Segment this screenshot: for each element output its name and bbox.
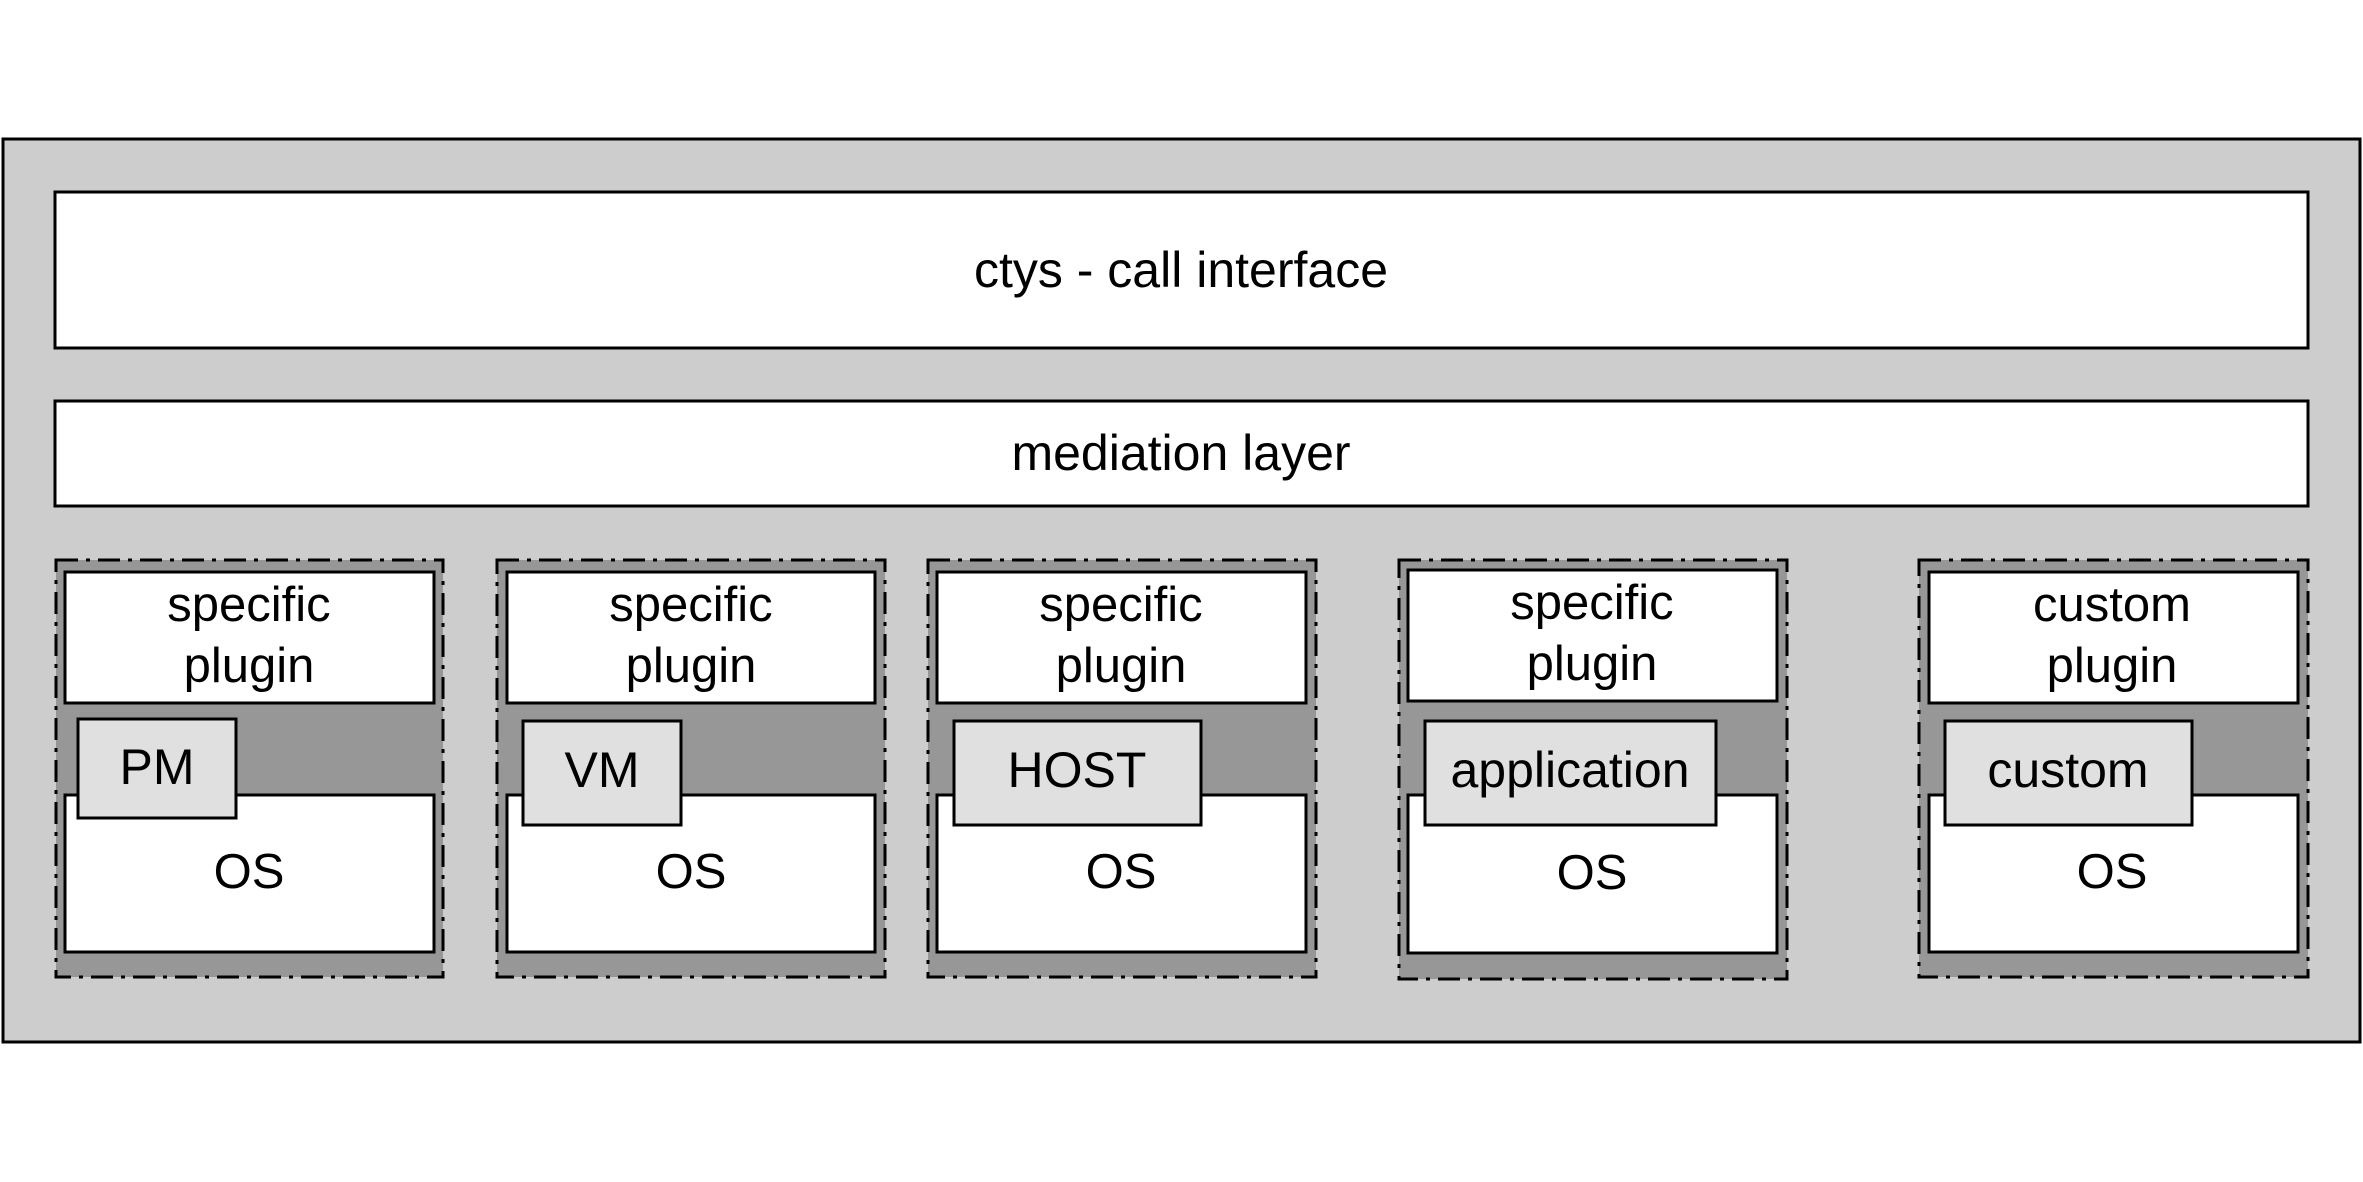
plugin-label-line2: plugin [184, 639, 315, 693]
plugin-label-line1: specific [1039, 578, 1202, 632]
component-chip [1423, 719, 1718, 827]
component-chip [1943, 719, 2194, 827]
os-label: OS [1086, 845, 1157, 899]
call-interface-label: ctys - call interface [974, 242, 1388, 298]
mediation-layer: mediation layer [53, 399, 2310, 508]
plugin-box [1406, 568, 1779, 703]
plugin-label-line2: plugin [1056, 639, 1187, 693]
component-label: application [1450, 742, 1689, 798]
plugin-stack-vm: specific plugin OS VM [495, 558, 887, 979]
plugin-label-line2: plugin [2047, 639, 2178, 693]
component-label: PM [120, 739, 195, 795]
component-chip [521, 719, 683, 827]
component-label: VM [565, 742, 640, 798]
plugin-label-line1: specific [167, 578, 330, 632]
plugin-box [505, 570, 877, 705]
component-label: custom [1987, 742, 2148, 798]
os-label: OS [2077, 845, 2148, 899]
plugin-label-line1: custom [2033, 578, 2191, 632]
call-interface-box [53, 190, 2310, 350]
mediation-layer-box [53, 399, 2310, 508]
plugin-box [1927, 570, 2300, 705]
plugin-label-line1: specific [1510, 576, 1673, 630]
os-label: OS [656, 845, 727, 899]
plugin-box [935, 570, 1308, 705]
plugin-label-line2: plugin [1527, 637, 1658, 691]
component-label: HOST [1008, 742, 1147, 798]
mediation-layer-label: mediation layer [1011, 425, 1350, 481]
os-label: OS [214, 845, 285, 899]
plugin-label-line2: plugin [626, 639, 757, 693]
component-chip [952, 719, 1203, 827]
plugin-stack-custom: custom plugin OS custom [1917, 558, 2310, 979]
plugin-stack-application: specific plugin OS application [1397, 558, 1789, 981]
plugin-box [63, 570, 436, 705]
component-chip [76, 717, 238, 820]
os-label: OS [1557, 846, 1628, 900]
plugin-stack-host: specific plugin OS HOST [926, 558, 1318, 979]
os-box [63, 793, 436, 954]
plugin-label-line1: specific [609, 578, 772, 632]
plugin-stack-pm: specific plugin OS PM [54, 558, 445, 979]
call-interface-layer: ctys - call interface [53, 190, 2310, 350]
